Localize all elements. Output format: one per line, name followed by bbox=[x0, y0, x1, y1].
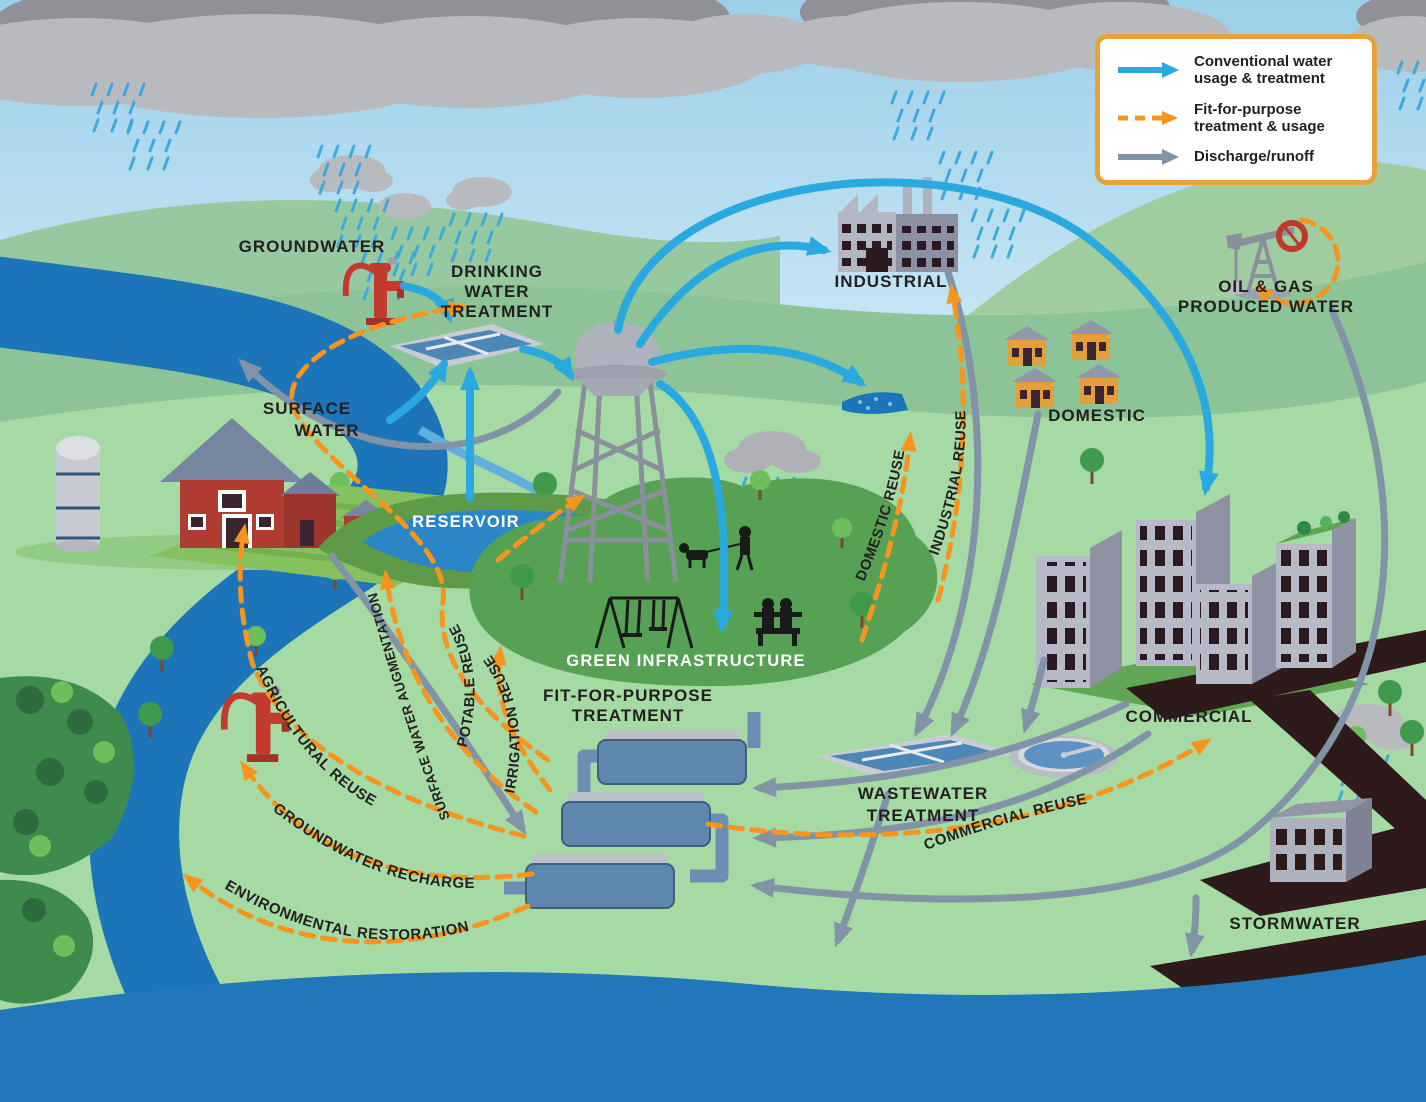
treatment-tanks-icon bbox=[504, 712, 761, 909]
bottom-water bbox=[0, 955, 1426, 1102]
arrow-basin-to-tower bbox=[519, 345, 575, 382]
legend-row-fit-for-purpose: Fit-for-purpose treatment & usage bbox=[1116, 101, 1356, 136]
dog-walker-icon bbox=[679, 526, 754, 571]
arrow-commercial-reuse bbox=[705, 738, 1212, 838]
bench-icon bbox=[754, 598, 802, 646]
arrow-domestic-to-wastewater bbox=[950, 410, 1042, 738]
arrow-irrigation-reuse bbox=[490, 645, 553, 793]
house-icon bbox=[1076, 364, 1122, 404]
arrow-commercial-to-tanks-1 bbox=[752, 700, 1130, 798]
arrow-industrial-to-wastewater bbox=[914, 268, 982, 738]
arrow-tower-to-park bbox=[656, 380, 734, 634]
arrow-commercial-to-wastewater bbox=[1021, 656, 1048, 734]
arrow-stormwater-to-water bbox=[1185, 894, 1205, 958]
silo-icon bbox=[56, 436, 100, 552]
arrow-runoff-to-river bbox=[238, 358, 562, 451]
arrow-oilgas-runoff-to-tanks bbox=[750, 306, 1389, 903]
legend-row-conventional: Conventional water usage & treatment bbox=[1116, 53, 1356, 88]
arrow-potable-reuse bbox=[289, 300, 551, 763]
hand-pump-icon bbox=[220, 685, 290, 762]
arrow-tower-to-domestic bbox=[648, 344, 867, 387]
legend-label-conventional: Conventional water usage & treatment bbox=[1194, 53, 1333, 88]
house-icon bbox=[1012, 368, 1058, 408]
arrow-pump-to-basin bbox=[400, 282, 454, 324]
swing-set-icon bbox=[594, 596, 694, 649]
arrow-agricultural-reuse bbox=[233, 523, 527, 839]
forest bbox=[0, 676, 134, 1004]
reuse-arrows bbox=[182, 217, 1341, 945]
green-infrastructure-park bbox=[469, 468, 938, 687]
factory-icon bbox=[838, 177, 958, 272]
house-icon bbox=[1004, 326, 1050, 366]
arrow-oilgas-reuse-loop bbox=[1255, 217, 1341, 306]
house-icon bbox=[1068, 320, 1114, 360]
arrow-wastewater-to-water bbox=[834, 790, 892, 948]
legend-label-fit-for-purpose: Fit-for-purpose treatment & usage bbox=[1194, 100, 1325, 135]
arrow-tower-to-commercial bbox=[614, 178, 1219, 496]
green-roof bbox=[1276, 518, 1356, 544]
water-tower-icon bbox=[557, 318, 679, 583]
fit-for-purpose-arrow-icon bbox=[1118, 110, 1178, 125]
arrow-groundwater-recharge bbox=[240, 760, 535, 881]
legend-label-discharge: Discharge/runoff bbox=[1194, 148, 1315, 166]
stormwater-building-icon bbox=[1270, 798, 1372, 882]
wastewater-basin-icon bbox=[818, 734, 1014, 778]
pond-icon bbox=[842, 392, 908, 414]
discharge-arrows bbox=[238, 268, 1389, 958]
arrow-environmental-restoration bbox=[182, 873, 531, 945]
arrow-domestic-reuse bbox=[859, 431, 917, 643]
arrow-river-to-basin bbox=[386, 356, 448, 424]
commercial-buildings-icon bbox=[1036, 494, 1356, 688]
arrow-tower-to-industrial bbox=[636, 236, 832, 348]
hand-pump-icon bbox=[342, 257, 404, 325]
clouds bbox=[0, 0, 1426, 750]
discharge-arrow-icon bbox=[1118, 149, 1179, 165]
legend-row-discharge: Discharge/runoff bbox=[1116, 148, 1356, 166]
pumpjack-icon bbox=[1226, 220, 1308, 299]
legend: Conventional water usage & treatment Fit… bbox=[1095, 34, 1377, 185]
arrow-runoff-to-tanks bbox=[328, 552, 527, 835]
arrow-irrigation-to-park bbox=[495, 494, 586, 563]
conventional-arrow-icon bbox=[1118, 62, 1179, 79]
arrow-surface-water-augmentation bbox=[379, 569, 539, 815]
arrow-industrial-reuse bbox=[935, 283, 966, 603]
conventional-arrows bbox=[386, 178, 1219, 634]
